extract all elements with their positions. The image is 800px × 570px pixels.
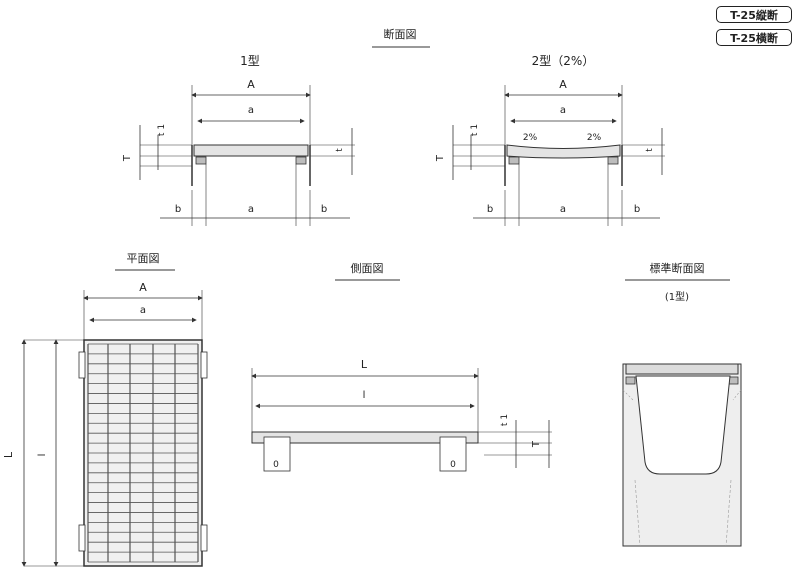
plan-grating-grid (87, 343, 199, 563)
standard-section: 標準断面図 (1型) (622, 261, 742, 547)
plan-dim-a: a (140, 305, 146, 316)
type2-label: 2型（2%） (532, 54, 595, 68)
type1-section: 1型 A a t 1 T t b a b (122, 54, 355, 226)
badge-longitudinal: T-25縦断 (716, 6, 792, 23)
dim-b-left: b (175, 204, 181, 215)
dim-a2: a (560, 105, 566, 116)
dim-T-2: T (435, 154, 446, 162)
dim-a-bottom: a (248, 204, 254, 215)
slope-left: 2% (523, 133, 538, 143)
dim-b-right: b (321, 204, 327, 215)
side-dim-l: l (363, 390, 366, 401)
plan-view: 平面図 A a L l (2, 252, 208, 567)
standard-subtitle: (1型) (665, 290, 689, 303)
dim-a-bottom-2: a (560, 204, 566, 215)
side-zero-left: 0 (273, 460, 279, 470)
dim-t: t (335, 148, 345, 152)
dim-T: T (122, 154, 133, 162)
side-dim-T: T (531, 440, 542, 448)
dim-A: A (247, 78, 255, 91)
type1-label: 1型 (240, 54, 260, 68)
type2-section: 2型（2%） A a 2% 2% t 1 T t b a b (435, 54, 665, 226)
plan-dim-A: A (139, 281, 147, 294)
dim-t1-2: t 1 (470, 124, 480, 136)
side-zero-right: 0 (450, 460, 456, 470)
standard-title: 標準断面図 (650, 261, 705, 275)
slope-right: 2% (587, 133, 602, 143)
dim-A2: A (559, 78, 567, 91)
dim-a: a (248, 105, 254, 116)
side-title: 側面図 (351, 262, 384, 275)
badge-transverse: T-25横断 (716, 29, 792, 46)
plan-title: 平面図 (127, 252, 160, 265)
side-dim-t1: t 1 (500, 414, 510, 426)
dim-t1: t 1 (157, 124, 167, 136)
dim-b-right-2: b (634, 204, 640, 215)
section-title: 断面図 (384, 27, 417, 41)
plan-dim-l: l (37, 454, 48, 457)
plan-dim-L: L (2, 451, 15, 458)
dim-t-2: t (645, 148, 655, 152)
side-view: 側面図 L l 0 0 t 1 T (251, 262, 552, 472)
dim-b-left-2: b (487, 204, 493, 215)
side-dim-L: L (361, 358, 368, 371)
